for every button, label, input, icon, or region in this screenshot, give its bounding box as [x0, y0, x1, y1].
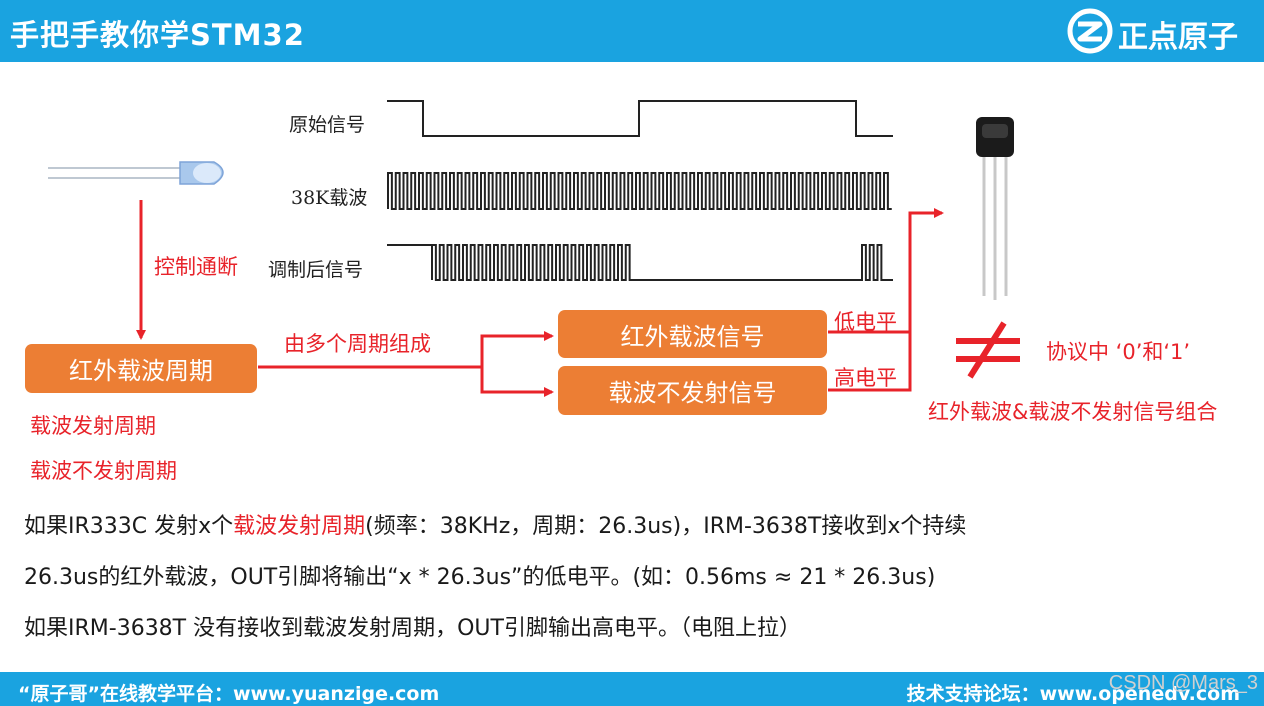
ir-carrier-cycle-box: 红外载波周期: [25, 344, 257, 393]
protocol-label: 协议中 ‘0’和‘1’: [1046, 340, 1191, 364]
watermark: CSDN @Mars_3: [1108, 672, 1258, 694]
red-connectors: [136, 200, 944, 397]
page-title: 手把手教你学STM32: [10, 18, 305, 52]
no-emit-period-label: 载波不发射周期: [30, 459, 177, 483]
original-signal-label: 原始信号: [289, 114, 366, 136]
footer-right-text: 技术支持论坛：www.openedv.com: [906, 683, 1240, 705]
ir-receiver-image: [976, 117, 1014, 300]
combo-label: 红外载波&载波不发射信号组合: [928, 400, 1218, 424]
multi-period-label: 由多个周期组成: [284, 332, 431, 356]
brand-logo: 正点原子: [1066, 6, 1256, 56]
logo-icon: [1067, 8, 1113, 54]
logo-text: 正点原子: [1118, 20, 1238, 55]
paragraph-line-3: 如果IRM-3638T 没有接收到载波发射周期，OUT引脚输出高电平。（电阻上拉…: [24, 616, 801, 641]
modulated-waveform: [387, 244, 893, 281]
paragraph-line-1: 如果IR333C 发射x个载波发射周期(频率：38KHz，周期：26.3us)，…: [24, 508, 966, 540]
original-signal-waveform: [387, 100, 893, 137]
control-label: 控制通断: [154, 255, 238, 279]
carrier-label: 38K载波: [291, 187, 368, 209]
not-equal-icon: [956, 321, 1020, 379]
footer-left-text: “原子哥”在线教学平台：www.yuanzige.com: [18, 683, 440, 705]
high-level-label: 高电平: [834, 366, 897, 390]
footer-bar: “原子哥”在线教学平台：www.yuanzige.com 技术支持论坛：www.…: [0, 672, 1264, 706]
ir-led-image: [48, 161, 224, 185]
header-bar: 手把手教你学STM32 正点原子: [0, 0, 1264, 62]
line1-highlight: 载波发射周期: [233, 514, 366, 539]
emit-period-label: 载波发射周期: [30, 414, 156, 438]
ir-carrier-signal-box: 红外载波信号: [558, 310, 827, 358]
line1-part-a: 如果IR333C 发射x个: [24, 514, 234, 539]
line1-part-b: (频率：38KHz，周期：26.3us)，IRM-3638T接收到x个持续: [365, 514, 967, 539]
modulated-signal-label: 调制后信号: [268, 259, 364, 281]
carrier-waveform: [387, 172, 892, 210]
low-level-label: 低电平: [834, 310, 897, 334]
paragraph-line-2: 26.3us的红外载波，OUT引脚将输出“x * 26.3us”的低电平。(如：…: [24, 565, 936, 590]
no-carrier-signal-box: 载波不发射信号: [558, 366, 827, 415]
